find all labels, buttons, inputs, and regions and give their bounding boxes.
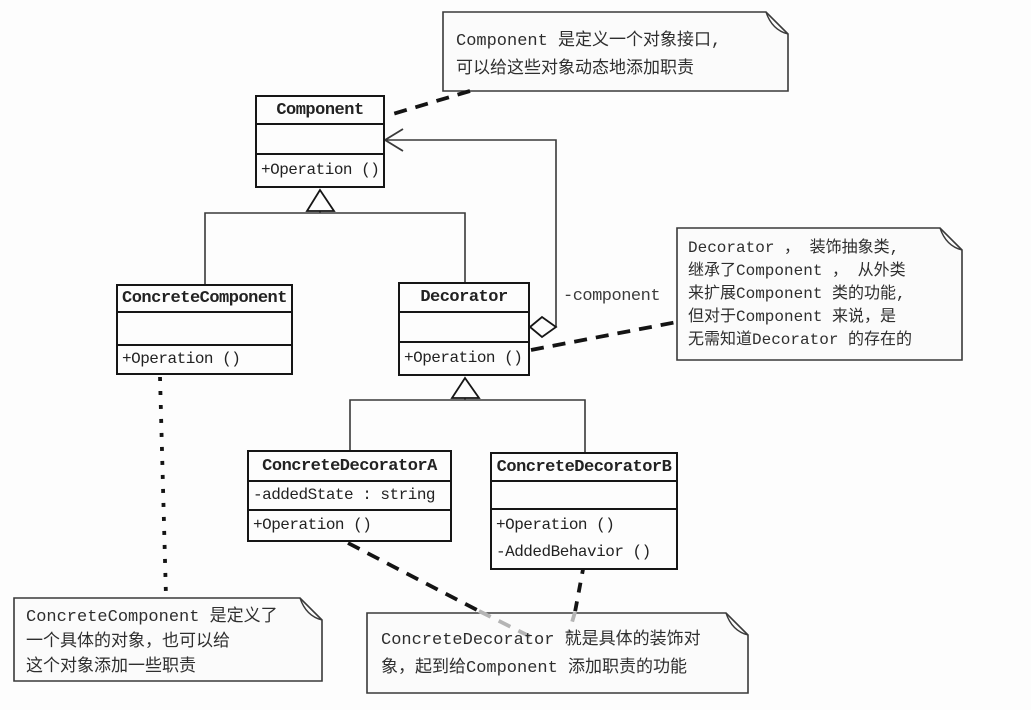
method-added-behavior: -AddedBehavior () [496, 543, 651, 561]
note-fold-icon [939, 227, 963, 251]
method-operation: +Operation () [404, 349, 523, 367]
class-box-concrete-decorator-b: ConcreteDecoratorB +Operation () -AddedB… [490, 452, 678, 570]
aggregation-diamond-icon [528, 315, 558, 339]
note-link-component [385, 89, 471, 118]
note-line: 来扩展Component 类的功能, [688, 285, 906, 303]
generalization-line-to-component [204, 211, 466, 284]
note-shape-concrete-component [13, 597, 323, 682]
note-line: 继承了Component ， 从外类 [688, 262, 906, 280]
note-fold-icon [765, 11, 789, 35]
method-operation: +Operation () [253, 516, 372, 534]
class-name: ConcreteComponent [118, 286, 291, 313]
class-attributes-empty [257, 125, 383, 155]
note-line: ConcreteComponent 是定义了 [26, 608, 278, 627]
note-line: 这个对象添加一些职责 [26, 658, 196, 677]
generalization-triangle-icon [305, 188, 336, 212]
note-line: 象，起到给Component 添加职责的功能 [381, 659, 688, 678]
class-name: Component [257, 97, 383, 125]
note-line: 但对于Component 来说，是 [688, 308, 897, 326]
class-methods: +Operation () [257, 155, 383, 186]
class-methods: +Operation () [249, 511, 450, 540]
note-fold-icon [725, 612, 749, 636]
class-attributes-empty [400, 313, 528, 343]
note-link-concrete-decorator-b [573, 563, 586, 613]
note-line: ConcreteDecorator 就是具体的装饰对 [381, 631, 701, 650]
class-methods: +Operation () [400, 343, 528, 374]
note-text-decorator: Decorator ， 装饰抽象类, 继承了Component ， 从外类 来扩… [688, 237, 912, 352]
class-name: ConcreteDecoratorB [492, 454, 676, 482]
class-box-component: Component +Operation () [255, 95, 385, 188]
generalization-triangle-icon [450, 376, 481, 399]
aggregation-line [386, 139, 557, 327]
class-box-decorator: Decorator +Operation () [398, 282, 530, 376]
note-fold-icon [299, 597, 323, 621]
note-line: Component 是定义一个对象接口, [456, 32, 722, 51]
note-line: Decorator ， 装饰抽象类, [688, 239, 900, 257]
note-link-concrete-decorator-b-faded [566, 611, 577, 637]
generalization-line-to-decorator [349, 398, 586, 452]
class-attributes-empty [492, 482, 676, 510]
note-text-concrete-component: ConcreteComponent 是定义了 一个具体的对象，也可以给 这个对象… [26, 605, 278, 680]
note-link-decorator [530, 320, 678, 352]
aggregation-role-label: -component [563, 287, 661, 306]
note-link-concrete-decorator-a [347, 541, 480, 613]
note-shape-concrete-decorator [366, 612, 749, 694]
note-text-concrete-decorator: ConcreteDecorator 就是具体的装饰对 象，起到给Componen… [381, 627, 701, 683]
class-name: Decorator [400, 284, 528, 313]
class-attributes: -addedState : string [249, 482, 450, 511]
note-link-concrete-decorator-a-faded [478, 609, 532, 639]
method-operation: +Operation () [261, 161, 380, 179]
class-box-concrete-component: ConcreteComponent +Operation () [116, 284, 293, 375]
method-operation: +Operation () [122, 350, 241, 368]
aggregation-open-arrow-icon [383, 128, 404, 152]
attribute-added-state: -addedState : string [253, 486, 436, 504]
class-box-concrete-decorator-a: ConcreteDecoratorA -addedState : string … [247, 450, 452, 542]
note-shape-component [442, 11, 789, 92]
class-methods: +Operation () -AddedBehavior () [492, 510, 676, 568]
note-line: 一个具体的对象，也可以给 [26, 633, 230, 652]
note-line: 可以给这些对象动态地添加职责 [456, 60, 694, 79]
method-operation: +Operation () [496, 516, 615, 534]
class-attributes-empty [118, 313, 291, 346]
class-methods: +Operation () [118, 346, 291, 373]
note-shape-decorator [676, 227, 963, 361]
note-line: 无需知道Decorator 的存在的 [688, 331, 913, 349]
note-text-component: Component 是定义一个对象接口, 可以给这些对象动态地添加职责 [456, 28, 721, 84]
class-name: ConcreteDecoratorA [249, 452, 450, 482]
note-link-concrete-component [158, 376, 168, 598]
